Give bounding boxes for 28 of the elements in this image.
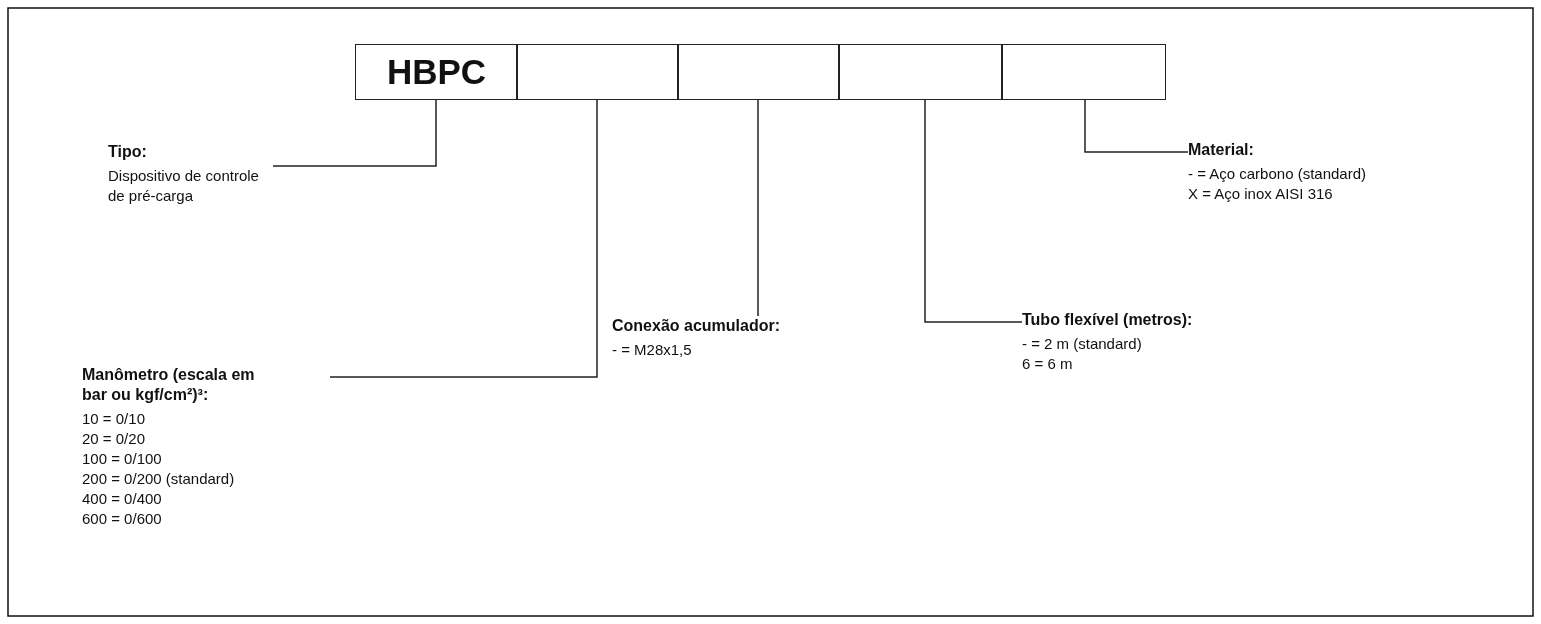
field-heading: Tipo: xyxy=(108,142,148,162)
option-text: 400 = 0/400 xyxy=(82,489,163,509)
option-text: 20 = 0/20 xyxy=(82,429,146,449)
code-box xyxy=(1001,44,1166,100)
field-heading: Tubo flexível (metros): xyxy=(1022,310,1194,330)
field-heading: Manômetro (escala em bar ou kgf/cm²)³: xyxy=(82,365,256,405)
field-description: - = M28x1,5 xyxy=(612,340,693,360)
field-description: Dispositivo de controle de pré-carga xyxy=(108,166,260,206)
option-text: 10 = 0/10 xyxy=(82,409,146,429)
option-text: 6 = 6 m xyxy=(1022,354,1074,374)
leader-line xyxy=(757,99,759,317)
field-heading: Conexão acumulador: xyxy=(612,316,782,336)
option-text: 600 = 0/600 xyxy=(82,509,163,529)
field-heading: Material: xyxy=(1188,140,1255,160)
option-text: X = Aço inox AISI 316 xyxy=(1188,184,1334,204)
option-text: 100 = 0/100 xyxy=(82,449,163,469)
code-box xyxy=(355,44,518,100)
code-box xyxy=(677,44,840,100)
code-text: HBPC xyxy=(386,52,487,92)
leader-line xyxy=(924,99,1023,323)
leader-line xyxy=(272,99,437,167)
leader-line xyxy=(1084,99,1189,153)
code-box xyxy=(516,44,679,100)
leader-line xyxy=(329,99,598,378)
option-text: - = 2 m (standard) xyxy=(1022,334,1143,354)
code-box xyxy=(838,44,1003,100)
option-text: 200 = 0/200 (standard) xyxy=(82,469,236,489)
option-text: - = Aço carbono (standard) xyxy=(1188,164,1367,184)
